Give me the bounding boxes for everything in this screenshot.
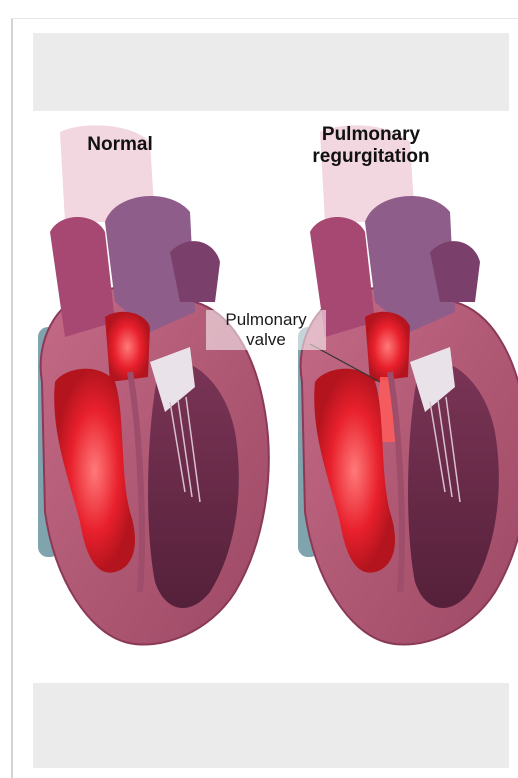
label-normal: Normal <box>60 134 180 156</box>
normal-pulmonary-artery-red <box>105 312 150 382</box>
label-pr-line1: Pulmonary <box>286 124 456 146</box>
heart-comparison-illustration <box>20 112 518 682</box>
left-border <box>11 18 13 778</box>
pr-pulmonary-artery-red <box>365 312 410 382</box>
top-border <box>11 18 518 19</box>
bottom-gray-band <box>33 683 509 768</box>
regurgitation-heart <box>298 125 518 644</box>
label-pr-line2: regurgitation <box>286 146 456 168</box>
label-valve-line2: valve <box>206 330 326 350</box>
top-gray-band <box>33 33 509 111</box>
label-pulmonary-regurgitation: Pulmonary regurgitation <box>286 124 456 168</box>
label-pulmonary-valve: Pulmonary valve <box>206 310 326 350</box>
normal-heart <box>38 125 269 644</box>
label-valve-line1: Pulmonary <box>206 310 326 330</box>
